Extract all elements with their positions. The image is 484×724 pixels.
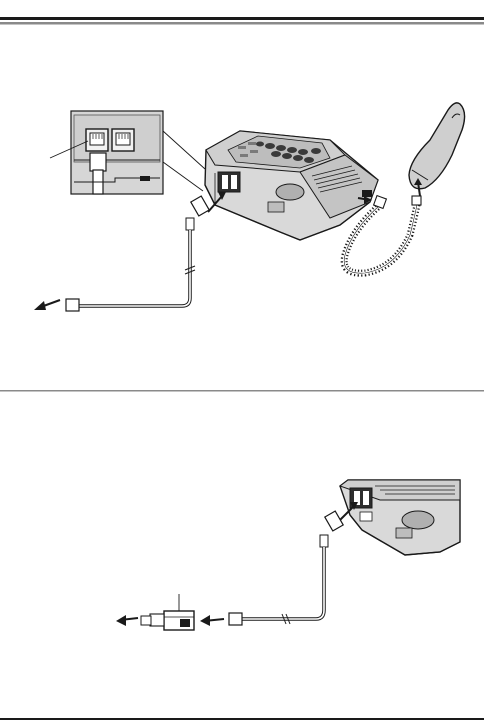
telephone-line-cord xyxy=(200,511,343,626)
footer-rule xyxy=(0,718,484,720)
dsl-filter-connection-figure xyxy=(116,480,460,630)
phone-connection-figure xyxy=(34,103,465,311)
telephone-line-cord xyxy=(34,196,209,311)
handset xyxy=(409,103,465,196)
base-unit xyxy=(205,131,378,240)
dsl-filter xyxy=(141,594,194,630)
plug xyxy=(116,615,138,626)
section-divider xyxy=(0,390,484,392)
base-unit-partial xyxy=(340,480,460,555)
jack-closeup xyxy=(50,111,163,194)
header-rule xyxy=(0,17,484,25)
